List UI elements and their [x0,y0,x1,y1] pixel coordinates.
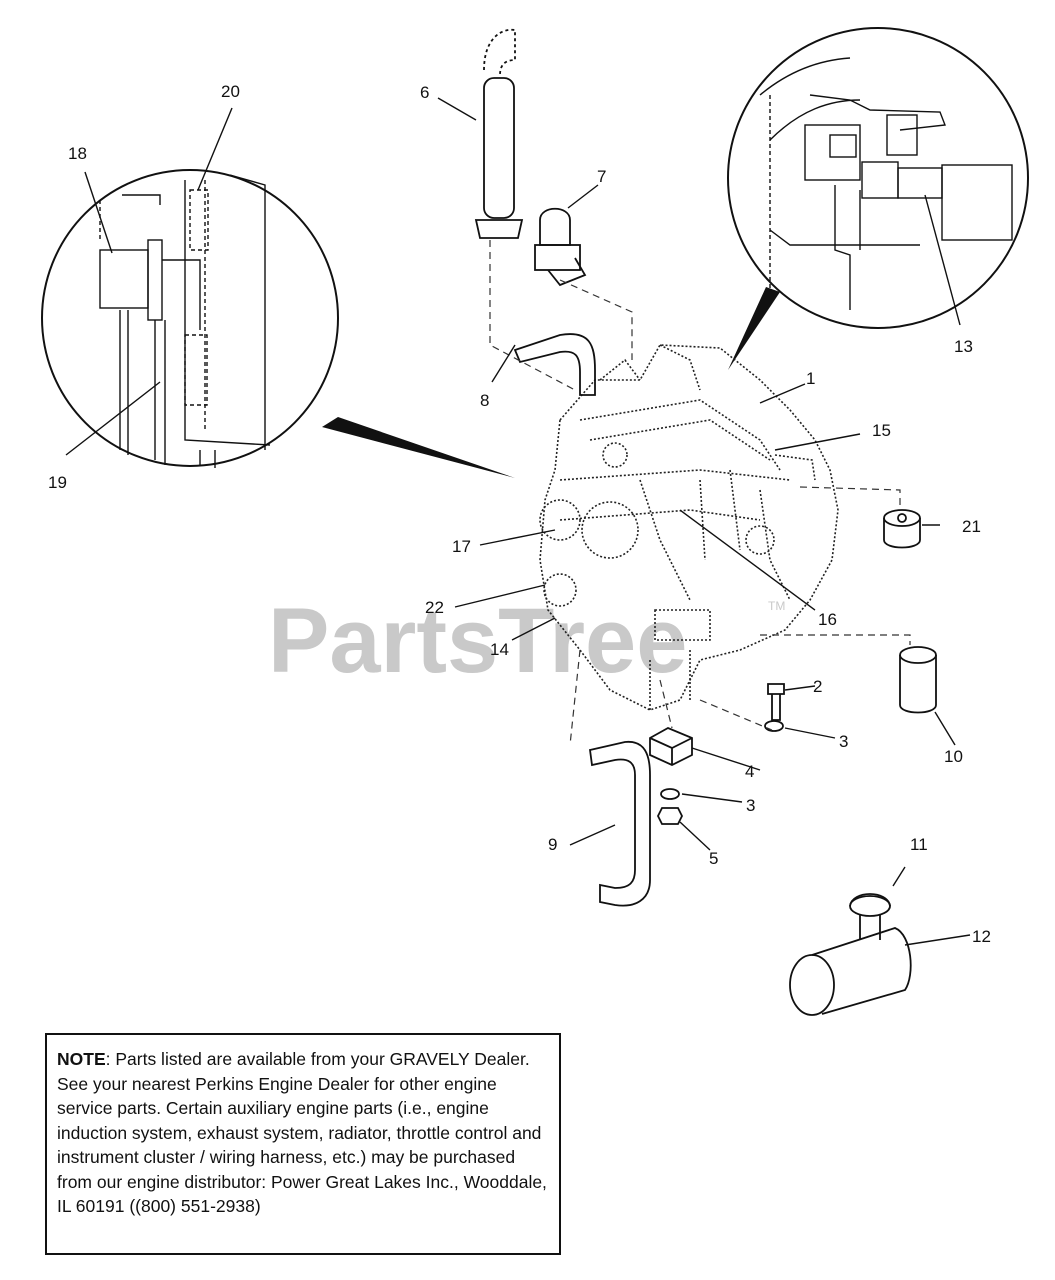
callout-17: 17 [452,537,471,556]
callout-21: 21 [962,517,981,536]
callout-10: 10 [944,747,963,766]
muffler [789,893,912,1016]
callout-5: 5 [709,849,718,868]
watermark: PartsTree [268,590,687,692]
small-mount [883,509,921,549]
callout-labels: 1 2 3 3 4 5 6 7 8 9 10 11 12 13 14 15 16… [48,82,991,946]
callout-6: 6 [420,83,429,102]
callout-3a: 3 [839,732,848,751]
note-label: NOTE [57,1049,106,1069]
callout-9: 9 [548,835,557,854]
bolt [767,683,785,721]
fuel-filter [534,207,587,287]
assembly-lines [489,240,911,746]
callout-4: 4 [745,762,754,781]
callout-16: 16 [818,610,837,629]
nut [656,807,684,825]
washer-lower [660,788,680,800]
rubber-mount [649,727,693,766]
zoom-wedge-right [728,287,780,370]
leader-lines [65,97,971,946]
lower-hose [588,741,651,907]
zoom-wedge-left [322,417,515,478]
exhaust-pipe [474,28,524,239]
callout-11: 11 [910,835,928,854]
cylinder-part [899,646,937,714]
note-text: : Parts listed are available from your G… [57,1049,547,1216]
note-box: NOTE: Parts listed are available from yo… [45,1033,561,1255]
parts [474,28,937,1016]
callout-14: 14 [490,640,509,659]
callout-3b: 3 [746,796,755,815]
washer-upper [764,720,784,732]
callout-19: 19 [48,473,67,492]
upper-hose [513,333,596,396]
detail-circle-left [41,169,339,468]
callout-7: 7 [597,167,606,186]
callout-15: 15 [872,421,891,440]
callout-1: 1 [806,369,815,388]
callout-22: 22 [425,598,444,617]
callout-8: 8 [480,391,489,410]
callout-13: 13 [954,337,973,356]
detail-circle-right [727,27,1029,329]
callout-12: 12 [972,927,991,946]
watermark-trademark: TM [768,599,785,613]
callout-18: 18 [68,144,87,163]
callout-20: 20 [221,82,240,101]
callout-2: 2 [813,677,822,696]
